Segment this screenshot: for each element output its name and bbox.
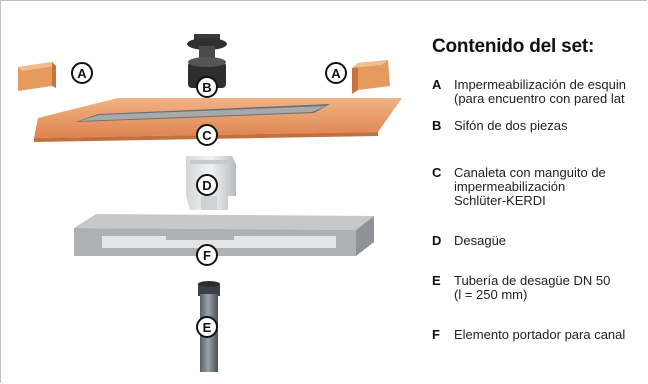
- corner-piece-left: [18, 62, 56, 91]
- legend-text: Schlüter-KERDI: [454, 193, 546, 208]
- legend-key: B: [432, 118, 442, 133]
- channel-with-sealing-collar: [34, 98, 402, 142]
- legend-text: Impermeabilización de esquin: [454, 78, 626, 92]
- legend-text: Elemento portador para canal: [454, 327, 626, 342]
- legend-text: Sifón de dos piezas: [454, 118, 568, 133]
- badge-a-left: A: [71, 62, 93, 84]
- badge-f: F: [196, 244, 218, 266]
- badge-a-right: A: [325, 62, 347, 84]
- page-title: Contenido del set:: [432, 36, 595, 57]
- badge-d: D: [196, 174, 218, 196]
- legend-key: E: [432, 273, 441, 288]
- legend-text: Canaleta con manguito de: [454, 165, 606, 180]
- legend-text: Desagüe: [454, 233, 507, 248]
- legend-text: Tubería de desagüe DN 50: [454, 273, 611, 288]
- badge-b: B: [196, 76, 218, 98]
- legend-key: A: [432, 78, 442, 92]
- carrier-element: [74, 214, 374, 256]
- legend-text: (l = 250 mm): [454, 287, 528, 302]
- legend-key: D: [432, 233, 442, 248]
- legend-list: A Impermeabilización de esquin (para enc…: [432, 78, 648, 354]
- legend-text: impermeabilización: [454, 179, 566, 194]
- badge-c: C: [196, 124, 218, 146]
- legend-key: F: [432, 327, 440, 342]
- corner-piece-right: [352, 60, 390, 94]
- exploded-assembly-illustration: [18, 34, 402, 372]
- legend-key: C: [432, 165, 442, 180]
- trap-two-piece: [187, 34, 227, 88]
- legend-text: (para encuentro con pared lat: [454, 91, 625, 106]
- badge-e: E: [196, 316, 218, 338]
